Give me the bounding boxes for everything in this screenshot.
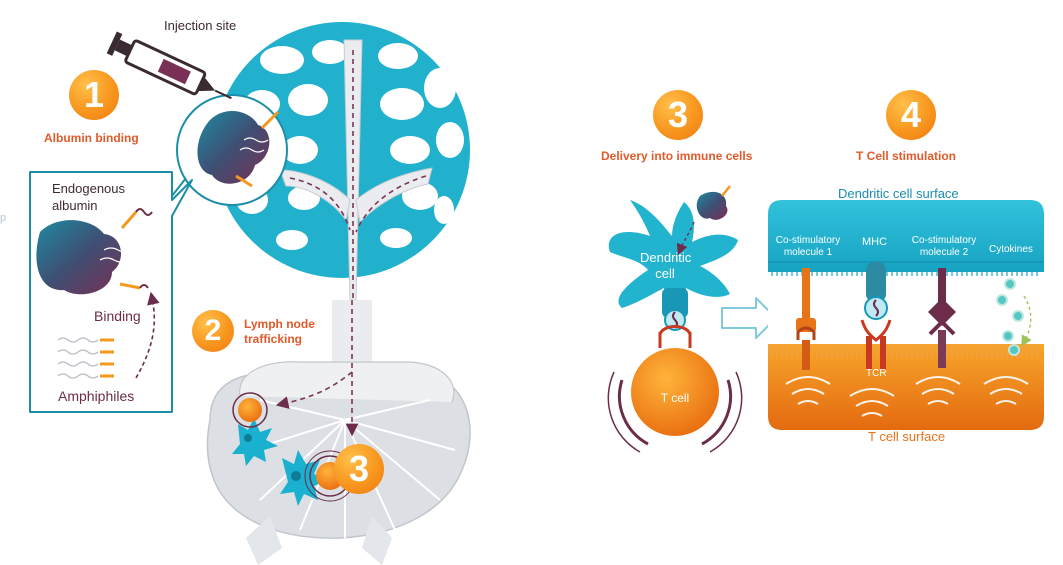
costim1-label: Co-stimulatory molecule 1 [775,235,841,258]
amphiphiles-label: Amphiphiles [58,388,135,404]
step3-badge: 3 [653,90,703,140]
step1-title: Albumin binding [44,131,139,145]
lymph-node-dc-1 [232,392,278,466]
step2-title: Lymph node trafficking [244,317,315,346]
tcr-label: TCR [866,368,887,379]
step3-title: Delivery into immune cells [601,149,753,163]
cytokines [996,278,1032,356]
costim2-label: Co-stimulatory molecule 2 [911,235,977,258]
step2-badge: 2 [192,310,234,352]
t-cell-label: T cell [660,391,690,405]
t-cell-surface-label: T cell surface [868,429,946,444]
edge-fragment-text: p [0,212,7,224]
binding-label: Binding [94,308,141,324]
costim-molecule-1 [796,268,816,370]
syringe-icon [106,31,232,100]
injection-site-label: Injection site [164,18,237,33]
mhc-tcr-complex [860,262,892,370]
tissue-sphere [214,22,470,301]
endogenous-albumin-label: Endogenous albumin [52,181,126,213]
magnifier-circle [176,94,288,206]
step4-title: T Cell stimulation [856,149,957,163]
lymph-node-step3-badge: 3 [334,444,384,494]
albumin-callout-box [29,171,193,413]
dendritic-cell-surface-label: Dendritic cell surface [838,186,959,201]
mhc-label: MHC [862,236,888,248]
step1-badge: 1 [69,70,119,120]
step3-dendritic-cell [608,185,738,348]
step3-to-step4-arrow [721,297,777,339]
lymph-node-dc-2 [280,450,356,506]
costim-molecule-2 [928,268,956,368]
synapse-panel [768,200,1044,430]
step4-badge: 4 [886,90,936,140]
cytokines-label: Cytokines [989,244,1033,255]
dendritic-cell-label: Dendritic cell [640,250,692,281]
step3-t-cell [607,348,743,453]
